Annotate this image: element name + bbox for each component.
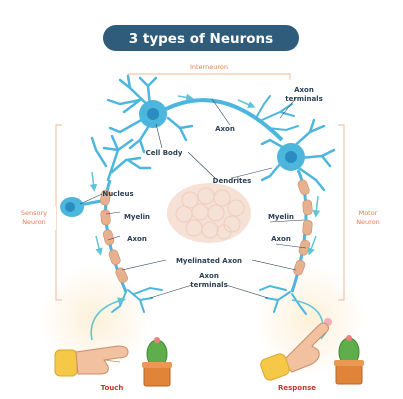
sensory-label-1: Sensory [21,209,47,217]
arrow-top-1 [178,96,190,98]
interneuron-nucleus [147,108,159,120]
cactus-left-illustration [142,337,172,386]
label-axon-right: Axon [271,235,291,243]
arrow-left-1 [92,172,94,188]
label-response: Response [278,384,316,392]
label-axon-left: Axon [127,235,147,243]
label-axon-terminals-top-2: terminals [285,95,323,103]
label-myelinated-axon: Myelinated Axon [176,257,242,265]
motor-nucleus [285,151,297,163]
label-touch: Touch [101,384,124,392]
arrow-right-1 [316,196,318,214]
label-axon-top: Axon [215,125,235,133]
page-title: 3 types of Neurons [129,31,273,47]
arrow-top-2 [238,100,252,106]
title-banner: 3 types of Neurons [103,25,299,51]
interneuron-label: Interneuron [190,63,228,71]
motor-bracket: Motor Neuron [338,125,388,300]
label-myelin-right: Myelin [268,213,294,221]
sensory-nucleus [65,202,75,212]
label-nucleus: Nucleus [102,190,133,198]
brain-illustration [167,183,251,243]
label-cell-body: Cell Body [146,149,183,157]
arrow-left-2 [96,236,100,252]
label-dendrites: Dendrites [213,177,252,185]
label-axon-terminals-bottom-2: terminals [190,281,228,289]
interneuron-bracket: Interneuron [128,62,290,80]
motor-label-2: Neuron [356,218,380,226]
label-myelin-left: Myelin [124,213,150,221]
sensory-bracket: Sensory Neuron [16,125,62,300]
arrow-right-2 [310,236,316,252]
sensory-label-2: Neuron [22,218,46,226]
label-axon-terminals-bottom-1: Axon [199,272,219,280]
label-axon-terminals-top-1: Axon [294,86,314,94]
motor-label-1: Motor [359,209,378,217]
